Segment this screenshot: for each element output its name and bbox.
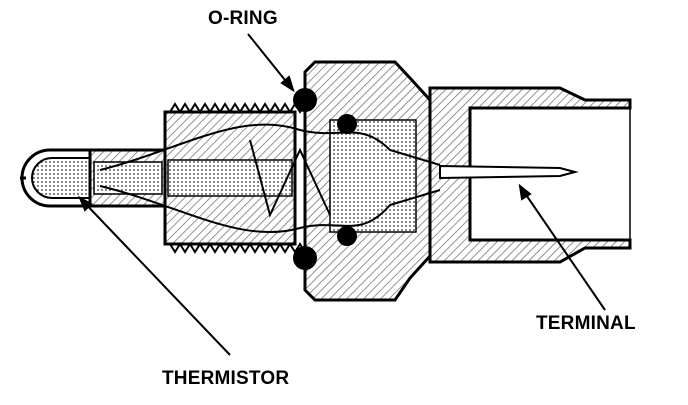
thermistor-tip [20, 148, 93, 208]
leader-lines [77, 33, 606, 356]
o-ring-label: O-RING [208, 8, 278, 29]
hex-body [303, 60, 432, 302]
terminal-pin [439, 164, 579, 180]
o-rings [293, 88, 357, 270]
probe-stem [88, 148, 167, 208]
threaded-section [163, 102, 331, 254]
terminal-label: TERMINAL [536, 313, 636, 334]
internal-wires [99, 123, 441, 233]
thermistor-label: THERMISTOR [162, 368, 290, 389]
